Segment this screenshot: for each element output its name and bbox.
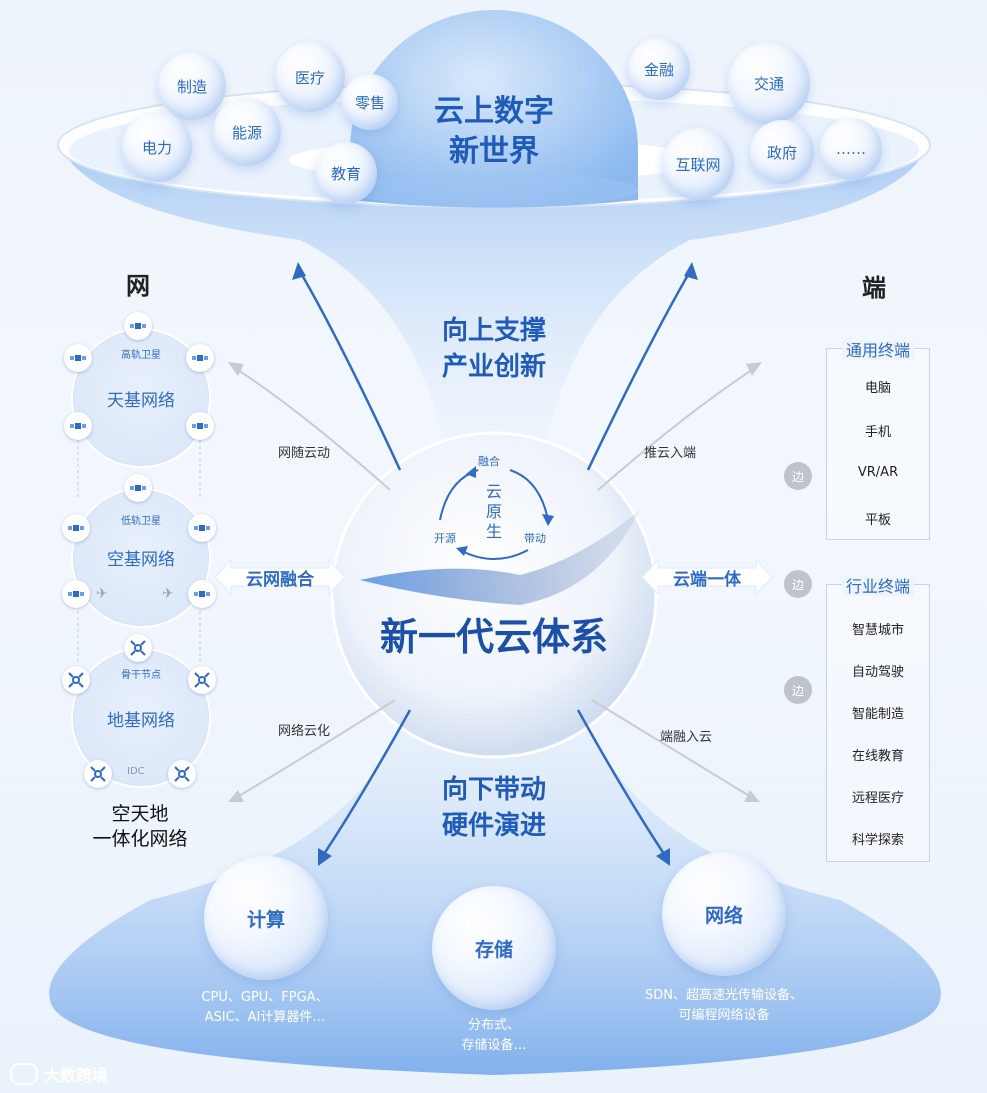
- satellite-icon: [124, 312, 152, 340]
- backbone-node-icon: [62, 666, 90, 694]
- satellite-icon: [188, 514, 216, 542]
- general-terminal-title: 通用终端: [841, 341, 914, 360]
- satellite-icon: [62, 580, 90, 608]
- ring-title: 空基网络: [107, 550, 175, 570]
- support-line1: 向上支撑: [441, 316, 546, 346]
- satellite-icon: [64, 412, 92, 440]
- dome-title-line1: 云上数字: [434, 94, 554, 129]
- ring-sub-label: 高轨卫星: [121, 350, 161, 361]
- terminal-item: 电脑: [864, 381, 891, 396]
- industry-bubble-more: ……: [820, 118, 882, 180]
- caption-line2: 可编程网络设备: [678, 1008, 770, 1023]
- satellite-icon: [62, 514, 90, 542]
- industry-bubble-finance: 金融: [628, 38, 690, 100]
- cloud-native-label: 云原生: [485, 482, 502, 541]
- terminal-item: 手机: [864, 425, 891, 440]
- terminal-item: 在线教育: [851, 749, 904, 764]
- airplane-icon: ✈: [162, 586, 174, 602]
- caption-line1: 分布式、: [467, 1018, 520, 1033]
- terminal-item: 自动驾驶: [851, 665, 904, 680]
- caption-line2: ASIC、AI计算器件…: [204, 1010, 326, 1025]
- net-cloudify-label: 网络云化: [278, 724, 331, 739]
- drive-line2: 硬件演进: [441, 811, 546, 841]
- terminal-item: 远程医疗: [851, 791, 904, 806]
- terminal-item: 平板: [864, 513, 891, 528]
- ring-title: 天基网络: [107, 391, 175, 411]
- terminal-item: 智能制造: [851, 707, 904, 722]
- terminal-item: VR/AR: [857, 465, 899, 480]
- industry-bubble-education: 教育: [315, 142, 377, 204]
- drive-line1: 向下带动: [441, 775, 546, 805]
- satellite-icon: [64, 344, 92, 372]
- backbone-node-icon: [84, 760, 112, 788]
- cloud-edge-label: 云端一体: [673, 569, 741, 590]
- backbone-node-icon: [188, 666, 216, 694]
- industry-bubble-internet: 互联网: [662, 128, 734, 200]
- satellite-icon: [186, 412, 214, 440]
- cycle-right-label: 带动: [524, 532, 546, 545]
- edge-badge: 边: [784, 570, 812, 598]
- ring-sub-label: 骨干节点: [121, 670, 161, 681]
- edge-badge: 边: [784, 462, 812, 490]
- drive-hardware-text: 向下带动 硬件演进: [404, 772, 584, 844]
- industry-terminal-box: 行业终端 智慧城市 自动驾驶 智能制造 在线教育 远程医疗 科学探索: [826, 577, 930, 862]
- ring-title: 地基网络: [107, 711, 175, 731]
- network-heading: 网: [126, 272, 150, 300]
- satellite-icon: [124, 474, 152, 502]
- general-terminal-box: 通用终端 电脑 手机 VR/AR 平板: [826, 341, 930, 540]
- terminal-heading: 端: [862, 274, 886, 302]
- watermark: 大数跨境: [10, 1062, 108, 1086]
- industry-bubble-retail: 零售: [342, 74, 398, 130]
- backbone-node-icon: [124, 634, 152, 662]
- watermark-logo-icon: [10, 1063, 38, 1085]
- watermark-text: 大数跨境: [44, 1066, 109, 1085]
- idc-label: IDC: [127, 766, 145, 777]
- compute-caption: CPU、GPU、FPGA、 ASIC、AI计算器件…: [170, 988, 360, 1028]
- satellite-icon: [188, 580, 216, 608]
- caption-line2: 存储设备…: [461, 1038, 527, 1053]
- dome-title: 云上数字 新世界: [394, 92, 594, 172]
- double-arrow-right: [642, 560, 772, 594]
- storage-sphere: 存储: [432, 886, 556, 1010]
- cloud-network-label: 云网融合: [246, 569, 314, 590]
- caption-line1: 空天地: [111, 803, 169, 825]
- industry-bubble-medical: 医疗: [275, 42, 345, 112]
- storage-caption: 分布式、 存储设备…: [404, 1016, 584, 1056]
- caption-line1: SDN、超高速光传输设备、: [645, 988, 803, 1003]
- cloud-network-bar: 云网融合: [215, 560, 345, 594]
- industry-bubble-government: 政府: [750, 120, 814, 184]
- cycle-top-label: 融合: [478, 455, 500, 468]
- industry-bubble-energy: 能源: [213, 98, 281, 166]
- network-sphere: 网络: [662, 852, 786, 976]
- edge-into-cloud-label: 端融入云: [660, 730, 713, 745]
- cycle-left-label: 开源: [434, 532, 456, 545]
- industry-bubble-manufacturing: 制造: [158, 52, 226, 120]
- industry-terminal-title: 行业终端: [841, 577, 914, 596]
- terminal-item: 科学探索: [851, 833, 904, 848]
- industry-bubble-transport: 交通: [728, 42, 810, 124]
- net-follow-cloud-label: 网随云动: [278, 446, 331, 461]
- industry-bubble-power: 电力: [122, 112, 192, 182]
- caption-line2: 一体化网络: [92, 828, 188, 850]
- airplane-icon: ✈: [96, 586, 108, 602]
- ring-sub-label: 低轨卫星: [121, 516, 161, 527]
- support-industry-text: 向上支撑 产业创新: [404, 313, 584, 385]
- terminal-item: 智慧城市: [851, 623, 904, 638]
- ring-air-network: 低轨卫星 空基网络: [71, 488, 211, 628]
- dome-title-line2: 新世界: [449, 134, 539, 169]
- caption-line1: CPU、GPU、FPGA、: [201, 990, 329, 1005]
- cloud-edge-bar: 云端一体: [642, 560, 772, 594]
- compute-sphere: 计算: [204, 856, 328, 980]
- backbone-node-icon: [168, 760, 196, 788]
- push-cloud-to-edge-label: 推云入端: [644, 446, 697, 461]
- double-arrow-left: [215, 560, 345, 594]
- network-caption: SDN、超高速光传输设备、 可编程网络设备: [614, 986, 834, 1026]
- core-title: 新一代云体系: [379, 615, 608, 659]
- integrated-network-caption: 空天地 一体化网络: [70, 802, 210, 852]
- satellite-icon: [186, 344, 214, 372]
- edge-badge: 边: [784, 676, 812, 704]
- support-line2: 产业创新: [441, 352, 546, 382]
